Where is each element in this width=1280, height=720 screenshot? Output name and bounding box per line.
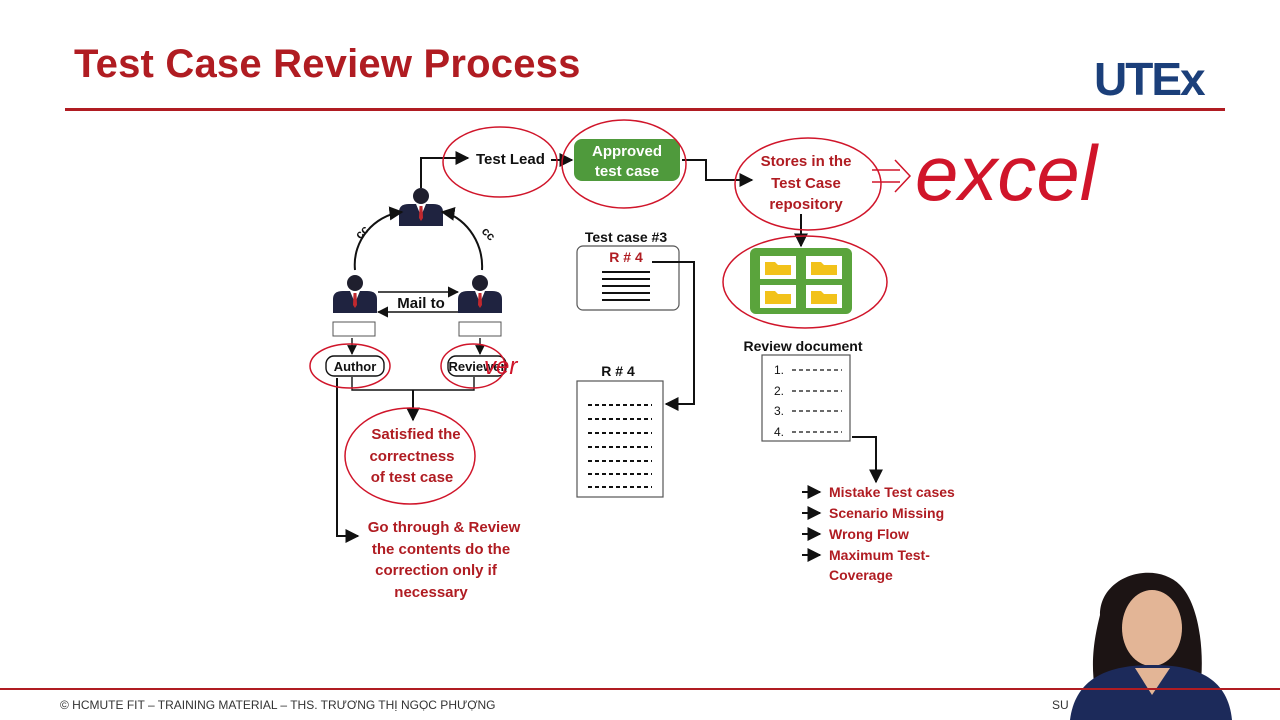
approved-line2: test case: [595, 163, 659, 180]
reviewer-label: Reviewer: [448, 359, 505, 374]
test-lead-person-icon: [399, 188, 443, 226]
go-through-line1: Go through & Review: [368, 519, 521, 536]
utex-logo: UTEx: [1094, 53, 1206, 105]
approved-line1: Approved: [592, 143, 662, 160]
footer-copyright: © HCMUTE FIT – TRAINING MATERIAL – THS. …: [60, 698, 496, 712]
circle-satisfied: [344, 407, 476, 505]
footer-divider: [0, 688, 1280, 690]
arrow-to-go-through: [336, 378, 360, 543]
footer-right-text: SU: [1052, 698, 1069, 712]
repository-folders-icon: [750, 248, 852, 314]
test-case-3-lines: [602, 271, 650, 301]
author-desk: [332, 321, 376, 337]
circle-stores: [734, 137, 882, 231]
satisfied-line1: Satisfied the: [371, 426, 460, 443]
stores-line3: repository: [769, 196, 843, 213]
circle-reviewer: [440, 343, 506, 389]
author-person-icon: [333, 275, 377, 313]
go-through-line2: the contents do the: [372, 541, 510, 558]
circle-author: [309, 343, 391, 389]
outcome-arrows: [802, 485, 822, 562]
review-document: [761, 354, 851, 442]
cc-right-label: cc: [479, 224, 499, 244]
reviewer-pill: [447, 355, 507, 377]
review-item-1: 1.: [774, 363, 784, 377]
r4-document: [576, 380, 664, 498]
author-label: Author: [334, 359, 377, 374]
stores-line1: Stores in the: [761, 153, 852, 170]
approved-test-case-box: [574, 139, 680, 181]
test-lead-label: Test Lead: [476, 151, 545, 168]
stores-line2: Test Case: [771, 175, 841, 192]
outcome-2: Scenario Missing: [829, 505, 944, 521]
outcome-4a: Maximum Test-: [829, 547, 930, 563]
satisfied-line3: of test case: [371, 469, 454, 486]
outcome-3: Wrong Flow: [829, 526, 909, 542]
review-item-3: 3.: [774, 404, 784, 418]
review-bracket: [351, 377, 475, 391]
author-pill: [325, 355, 385, 377]
r4-tag: R # 4: [609, 249, 643, 265]
handwritten-annotations: [309, 119, 912, 505]
outcome-1: Mistake Test cases: [829, 484, 955, 500]
circle-approved: [561, 119, 687, 209]
cc-arrow-right: [440, 206, 484, 271]
review-document-lines: [792, 369, 842, 433]
r4-doc-label: R # 4: [601, 363, 635, 379]
handwritten-ver: ver: [484, 353, 518, 380]
go-through-line4: necessary: [394, 584, 468, 601]
review-document-label: Review document: [743, 338, 862, 354]
review-item-2: 2.: [774, 384, 784, 398]
implies-arrow: [872, 159, 912, 193]
presenter-video: [1070, 572, 1232, 720]
handwritten-excel: excel: [915, 129, 1100, 217]
review-item-4: 4.: [774, 425, 784, 439]
slide-title: Test Case Review Process: [74, 42, 581, 86]
cc-arrow-left: [353, 206, 404, 271]
r4-document-lines: [588, 404, 652, 488]
review-process-diagram: Test Lead Approved test case Stores in t…: [309, 119, 1100, 601]
reviewer-desk: [458, 321, 502, 337]
cc-left-label: cc: [352, 222, 372, 242]
arrow-to-test-lead: [420, 151, 470, 188]
title-divider: [65, 108, 1225, 111]
test-case-3-label: Test case #3: [585, 229, 667, 245]
arrow-to-r4-doc: [652, 261, 695, 411]
mail-to-label: Mail to: [397, 295, 445, 312]
go-through-line3: correction only if: [375, 562, 498, 579]
satisfied-line2: correctness: [369, 448, 454, 465]
outcome-4b: Coverage: [829, 567, 893, 583]
arrow-to-outcomes: [852, 436, 883, 484]
circle-test-lead: [442, 126, 558, 198]
arrow-to-repository: [682, 159, 754, 187]
circle-folders: [722, 235, 888, 329]
reviewer-person-icon: [458, 275, 502, 313]
